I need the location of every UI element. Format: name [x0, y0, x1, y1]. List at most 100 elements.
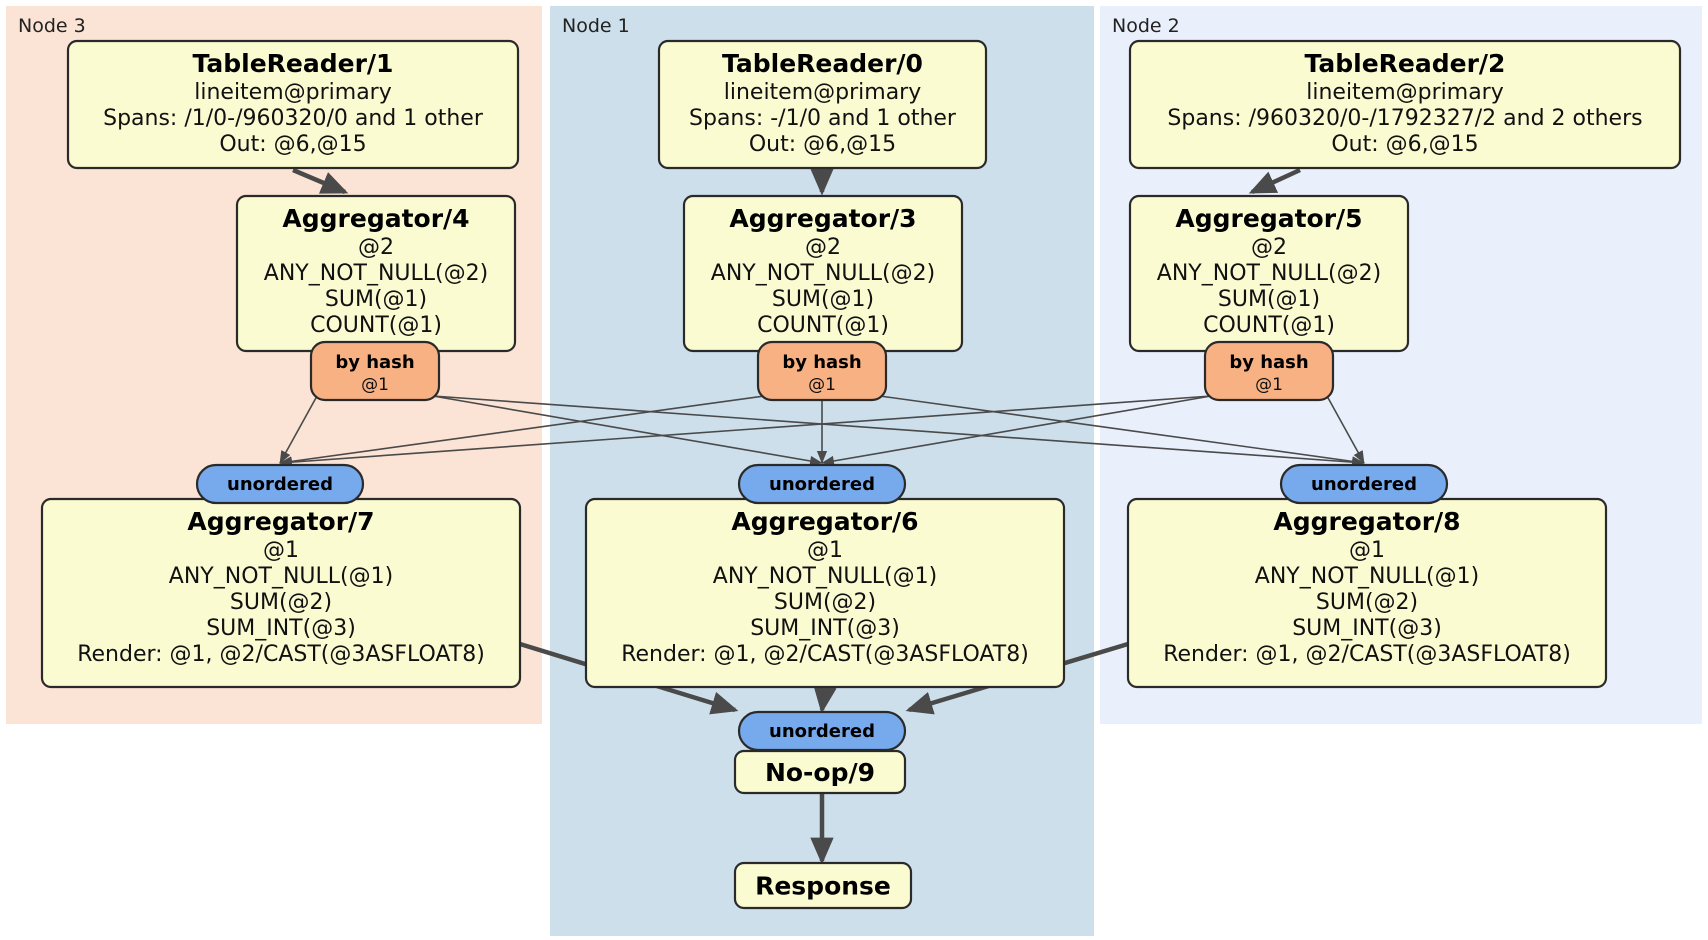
hash-router-label: by hash	[335, 352, 414, 373]
processor-detail-line: ANY_NOT_NULL(@1)	[1255, 564, 1479, 589]
edge-hash5-to-unordered8	[1326, 395, 1365, 464]
hash-router-shape	[1203, 340, 1335, 402]
processor-detail-line: Spans: /1/0-/960320/0 and 1 other	[103, 106, 484, 131]
processor-detail-line: ANY_NOT_NULL(@2)	[711, 261, 935, 286]
processor-title: TableReader/1	[193, 49, 394, 78]
processor-title: Aggregator/5	[1175, 204, 1362, 233]
unordered-synchronizer-shape	[1279, 463, 1449, 505]
edge-hash5-to-unordered7	[279, 395, 1212, 468]
unordered-synchronizer-label: unordered	[1311, 474, 1417, 495]
unordered-synchronizer-shape	[737, 463, 907, 505]
unordered-synchronizer-label: unordered	[227, 474, 333, 495]
processor-box-noop9[interactable]: No-op/9	[733, 749, 907, 795]
processor-detail-line: Render: @1, @2/CAST(@3ASFLOAT8)	[621, 642, 1029, 667]
edge-tablereader2-to-aggregator5	[1248, 167, 1301, 195]
processor-detail-line: SUM(@2)	[230, 590, 332, 615]
processor-detail-line: SUM(@2)	[1316, 590, 1418, 615]
processor-box-aggregator4[interactable]: Aggregator/4@2ANY_NOT_NULL(@2)SUM(@1)COU…	[235, 194, 517, 353]
processor-detail-line: lineitem@primary	[724, 80, 922, 105]
processor-detail-line: ANY_NOT_NULL(@1)	[713, 564, 937, 589]
processor-box-shape	[733, 861, 913, 910]
processor-box-response[interactable]: Response	[733, 861, 913, 910]
processor-detail-line: SUM(@2)	[774, 590, 876, 615]
processor-detail-line: @2	[358, 235, 394, 260]
processor-detail-line: Out: @6,@15	[749, 132, 896, 157]
processor-box-shape	[1128, 39, 1682, 170]
processor-detail-line: @1	[263, 538, 299, 563]
processor-detail-line: @2	[805, 235, 841, 260]
processor-box-aggregator7[interactable]: Aggregator/7@1ANY_NOT_NULL(@1)SUM(@2)SUM…	[40, 497, 522, 689]
hash-router-shape	[309, 340, 441, 402]
hash-router-column: @1	[361, 375, 389, 395]
unordered-synchronizer-label: unordered	[769, 474, 875, 495]
processor-detail-line: ANY_NOT_NULL(@1)	[169, 564, 393, 589]
edge-hash4-to-unordered6	[432, 395, 823, 467]
processor-box-shape	[657, 39, 988, 170]
processor-detail-line: @2	[1251, 235, 1287, 260]
hash-router-label: by hash	[1229, 352, 1308, 373]
edge-hash4-to-unordered8	[432, 395, 1365, 468]
processor-title: Response	[755, 872, 891, 901]
processor-title: Aggregator/7	[187, 507, 374, 536]
processor-detail-line: SUM(@1)	[1218, 287, 1320, 312]
hash-router-label: by hash	[782, 352, 861, 373]
processor-detail-line: Out: @6,@15	[1331, 132, 1478, 157]
processor-title: Aggregator/6	[731, 507, 918, 536]
processor-detail-line: SUM(@1)	[325, 287, 427, 312]
processor-box-aggregator3[interactable]: Aggregator/3@2ANY_NOT_NULL(@2)SUM(@1)COU…	[682, 194, 964, 353]
hash-router-hash3[interactable]: by hash@1	[756, 340, 888, 402]
edge-tablereader1-to-aggregator4	[292, 167, 349, 195]
processor-title: Aggregator/4	[282, 204, 469, 233]
edge-hash3-to-unordered8	[879, 395, 1365, 467]
processor-detail-line: Spans: -/1/0 and 1 other	[689, 106, 957, 131]
unordered-synchronizer-shape	[195, 463, 365, 505]
processor-detail-line: SUM_INT(@3)	[750, 616, 900, 641]
hash-router-hash5[interactable]: by hash@1	[1203, 340, 1335, 402]
unordered-synchronizer-shape	[737, 710, 907, 752]
node-panel-label: Node 2	[1112, 15, 1180, 37]
processor-detail-line: lineitem@primary	[194, 80, 392, 105]
unordered-synchronizer-unordered7[interactable]: unordered	[195, 463, 365, 505]
processor-box-aggregator5[interactable]: Aggregator/5@2ANY_NOT_NULL(@2)SUM(@1)COU…	[1128, 194, 1410, 353]
processor-title: No-op/9	[765, 758, 875, 787]
unordered-synchronizer-label: unordered	[769, 721, 875, 742]
processor-detail-line: lineitem@primary	[1306, 80, 1504, 105]
edge-hash3-to-unordered7	[279, 395, 765, 467]
hash-router-column: @1	[1255, 375, 1283, 395]
processor-detail-line: Spans: /960320/0-/1792327/2 and 2 others	[1167, 106, 1642, 131]
hash-router-column: @1	[808, 375, 836, 395]
processor-box-shape	[66, 39, 520, 170]
processor-detail-line: @1	[807, 538, 843, 563]
hash-router-shape	[756, 340, 888, 402]
edge-hash5-to-unordered6	[821, 395, 1212, 467]
processor-detail-line: SUM(@1)	[772, 287, 874, 312]
processor-box-aggregator6[interactable]: Aggregator/6@1ANY_NOT_NULL(@1)SUM(@2)SUM…	[584, 497, 1066, 689]
node-panel-label: Node 1	[562, 15, 630, 37]
processor-box-aggregator8[interactable]: Aggregator/8@1ANY_NOT_NULL(@1)SUM(@2)SUM…	[1126, 497, 1608, 689]
unordered-synchronizer-unordered8[interactable]: unordered	[1279, 463, 1449, 505]
processor-detail-line: Render: @1, @2/CAST(@3ASFLOAT8)	[1163, 642, 1571, 667]
processor-detail-line: COUNT(@1)	[310, 313, 442, 338]
processor-detail-line: @1	[1349, 538, 1385, 563]
processor-detail-line: SUM_INT(@3)	[1292, 616, 1442, 641]
unordered-synchronizer-unordered9[interactable]: unordered	[737, 710, 907, 752]
processor-title: Aggregator/3	[729, 204, 916, 233]
processor-detail-line: ANY_NOT_NULL(@2)	[1157, 261, 1381, 286]
processor-detail-line: COUNT(@1)	[1203, 313, 1335, 338]
unordered-synchronizer-unordered6[interactable]: unordered	[737, 463, 907, 505]
processor-title: TableReader/2	[1305, 49, 1506, 78]
processor-detail-line: ANY_NOT_NULL(@2)	[264, 261, 488, 286]
hash-router-hash4[interactable]: by hash@1	[309, 340, 441, 402]
processor-detail-line: SUM_INT(@3)	[206, 616, 356, 641]
processor-detail-line: Out: @6,@15	[219, 132, 366, 157]
processor-detail-line: COUNT(@1)	[757, 313, 889, 338]
edge-aggregator6-to-unordered9	[813, 685, 837, 714]
node-panel-label: Node 3	[18, 15, 86, 37]
processor-title: Aggregator/8	[1273, 507, 1460, 536]
